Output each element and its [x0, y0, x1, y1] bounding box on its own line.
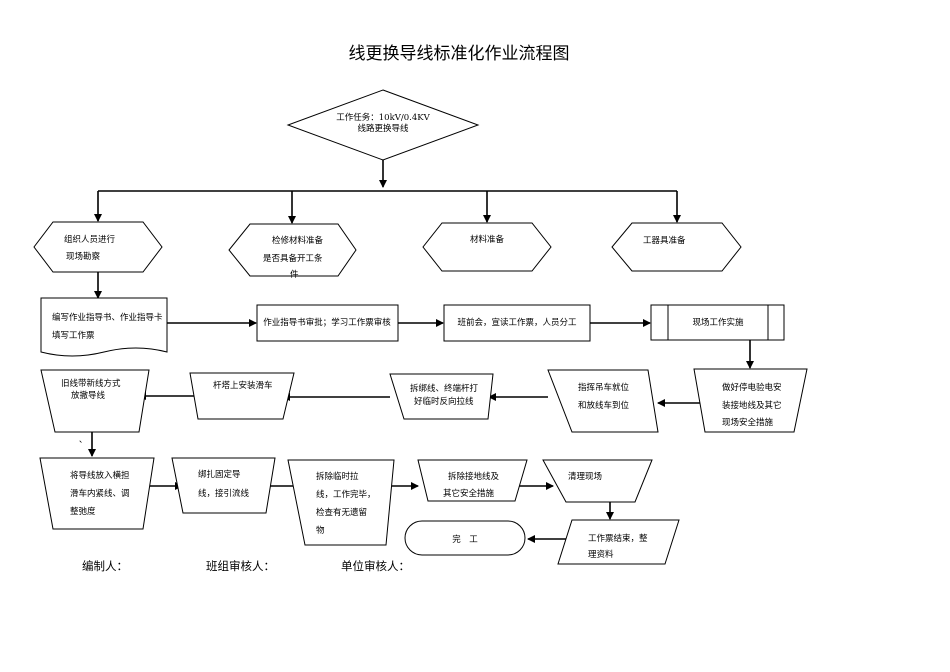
hexagon-organize: 组织人员进行 现场勘察	[33, 221, 163, 273]
trapezoid-remove-ground-line-1: 拆除接地线及	[448, 471, 500, 482]
trapezoid-old-wire-line-2: 放撤导线	[71, 390, 106, 401]
trapezoid-tension: 将导线放入横担 滑车内紧线、调 整弛度	[39, 457, 155, 530]
hexagon-tools-label: 工器具准备	[643, 235, 686, 246]
trapezoid-pulley-label: 杆塔上安装滑车	[213, 380, 273, 391]
trapezoid-tension-line-3: 整弛度	[70, 506, 96, 517]
process-review: 作业指导书审批；学习工作票审核	[256, 304, 399, 342]
trapezoid-guy-line-2: 好临时反向拉线	[414, 396, 474, 407]
trapezoid-crane: 指挥吊车就位 和放线车到位	[547, 369, 659, 433]
hexagon-materials-label: 材料准备	[470, 234, 505, 245]
document-write-docs-line-1: 编写作业指导书、作业指导卡	[52, 312, 163, 323]
trapezoid-crane-line-1: 指挥吊车就位	[578, 382, 630, 393]
start-node-line-1: 工作任务：10kV/0.4KV	[336, 112, 430, 123]
trapezoid-old-wire: 旧线带新线方式 放撤导线	[40, 369, 150, 433]
hexagon-materials: 材料准备	[422, 222, 552, 272]
hexagon-tools: 工器具准备	[611, 222, 742, 272]
trapezoid-safety: 做好停电验电安 装接地线及其它 现场安全措施	[693, 368, 808, 433]
trapezoid-tension-line-1: 将导线放入横担	[70, 470, 130, 481]
trapezoid-remove-guy: 拆除临时拉 线，工作完毕， 检查有无遗留 物	[287, 459, 395, 546]
trapezoid-guy: 拆绑线、终端杆打 好临时反向拉线	[389, 373, 494, 420]
predefined-site-work-label: 现场工作实施	[692, 317, 744, 328]
hexagon-inspect-line-1: 检修材料准备	[272, 235, 324, 246]
process-meeting-label: 班前会，宣读工作票，人员分工	[457, 317, 577, 328]
process-review-label: 作业指导书审批；学习工作票审核	[263, 317, 391, 328]
process-meeting: 班前会，宣读工作票，人员分工	[443, 304, 591, 342]
predefined-site-work: 现场工作实施	[650, 304, 785, 341]
terminal-complete: 完 工	[404, 520, 526, 556]
trapezoid-crane-line-2: 和放线车到位	[578, 400, 630, 411]
trapezoid-cleanup: 清理现场	[542, 459, 653, 503]
trapezoid-pulley: 杆塔上安装滑车	[189, 372, 295, 420]
footer-team-reviewer: 班组审核人：	[206, 559, 275, 573]
trapezoid-bind-line-2: 线，接引流线	[198, 488, 250, 499]
trapezoid-safety-line-3: 现场安全措施	[722, 417, 774, 428]
hexagon-inspect: 检修材料准备 是否具备开工条 件	[228, 223, 357, 280]
trapezoid-cleanup-label: 清理现场	[568, 471, 602, 482]
terminal-complete-label: 完 工	[452, 534, 478, 545]
trapezoid-tension-line-2: 滑车内紧线、调	[70, 488, 130, 499]
start-node: 工作任务：10kV/0.4KV 线路更换导线	[286, 89, 480, 161]
trapezoid-remove-guy-line-1: 拆除临时拉	[316, 471, 359, 482]
hexagon-inspect-line-2: 是否具备开工条	[263, 253, 323, 264]
trapezoid-safety-line-2: 装接地线及其它	[722, 400, 782, 411]
footer-unit-reviewer: 单位审核人：	[341, 559, 410, 573]
trapezoid-bind-line-1: 绑扎固定导	[198, 469, 241, 480]
trapezoid-remove-guy-line-2: 线，工作完毕，	[316, 489, 376, 500]
parallelogram-ticket-end-line-1: 工作票结束，整	[588, 533, 648, 544]
trapezoid-bind: 绑扎固定导 线，接引流线	[171, 457, 276, 514]
diagram-title: 线更换导线标准化作业流程图	[349, 44, 570, 64]
trapezoid-safety-line-1: 做好停电验电安	[722, 382, 782, 393]
trapezoid-old-wire-line-1: 旧线带新线方式	[61, 378, 121, 389]
trapezoid-remove-ground: 拆除接地线及 其它安全措施	[417, 459, 528, 502]
hexagon-organize-line-1: 组织人员进行	[64, 234, 116, 245]
start-node-line-2: 线路更换导线	[357, 123, 409, 134]
trapezoid-guy-line-1: 拆绑线、终端杆打	[410, 383, 479, 394]
document-write-docs-line-2: 填写工作票	[52, 330, 95, 341]
trapezoid-remove-ground-line-2: 其它安全措施	[443, 488, 495, 499]
trapezoid-remove-guy-line-3: 检查有无遗留	[316, 507, 367, 518]
footer-author: 编制人：	[82, 559, 128, 573]
trapezoid-remove-guy-line-4: 物	[316, 525, 325, 536]
parallelogram-ticket-end: 工作票结束，整 理资料	[557, 519, 680, 565]
hexagon-organize-line-2: 现场勘察	[66, 251, 101, 262]
stray-mark: 、	[79, 435, 87, 444]
document-write-docs: 编写作业指导书、作业指导卡 填写工作票	[40, 297, 168, 357]
hexagon-inspect-line-3: 件	[290, 269, 299, 280]
connectors	[88, 160, 754, 543]
parallelogram-ticket-end-line-2: 理资料	[588, 549, 614, 560]
